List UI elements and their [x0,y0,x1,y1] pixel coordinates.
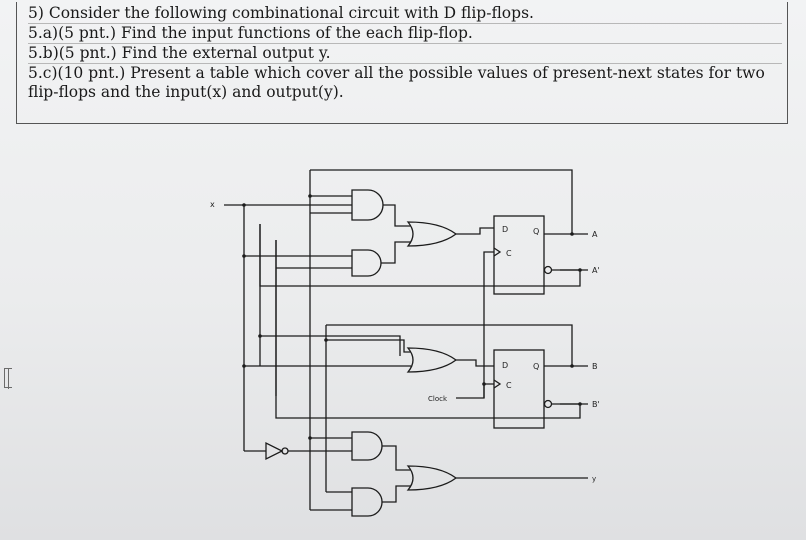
clock-wire-b [483,383,494,398]
or2-to-dffb [456,359,494,367]
question-line-4: 5.c)(10 pnt.) Present a table which cove… [28,64,765,82]
output-aprime-label: A' [592,266,600,275]
dffa-clock-triangle [493,247,502,257]
output-a-label: A [592,230,598,239]
clock-label: Clock [428,395,448,403]
row-divider [28,23,782,24]
dffb-clock-triangle [493,379,502,389]
aprime-feedback-wire [259,224,581,287]
question-box-border [16,2,788,124]
and-gate-2 [351,249,382,277]
and2-to-or1 [381,241,411,264]
or-gate-2 [406,347,458,373]
dffa-d-label: D [502,225,508,234]
dffa-q-label: Q [533,227,539,236]
dffb-d-label: D [502,361,508,370]
or1-to-dffa [456,227,494,235]
margin-bracket-mark [4,368,12,389]
junction-dots [242,194,582,440]
aprime-to-or2 [260,335,401,356]
and3-to-or3 [382,445,411,471]
question-line-1: 5) Consider the following combinational … [28,4,534,22]
input-x-label: x [210,200,215,209]
row-divider [28,43,782,44]
and-gate-3 [351,431,383,461]
row-divider [28,63,782,64]
and-gate-1 [351,189,384,221]
dff-a [493,215,545,295]
dffb-c-label: C [506,381,512,390]
output-bprime-label: B' [592,400,600,409]
clock-wire-a [456,251,494,399]
output-b-label: B [592,362,598,371]
a-feedback-wire [310,169,573,234]
not-gate [265,441,284,461]
and-gate-4 [351,487,383,517]
output-y-label: y [592,475,596,483]
dff-b [493,349,545,429]
or-gate-3 [406,465,458,491]
b-feedback-wire [326,324,573,366]
and1-to-or1 [383,204,411,227]
question-line-2: 5.a)(5 pnt.) Find the input functions of… [28,24,473,42]
question-line-5: flip-flops and the input(x) and output(y… [28,83,344,101]
or-gate-1 [406,221,458,247]
dffb-q-label: Q [533,362,539,371]
question-box: 5) Consider the following combinational … [16,2,788,124]
and4-to-or3 [382,485,411,503]
dffa-c-label: C [506,249,512,258]
question-line-3: 5.b)(5 pnt.) Find the external output y. [28,44,331,62]
bprime-feedback-wire [275,240,581,419]
b-to-or2 [326,339,411,353]
dffb-qbar-bubble [543,399,553,409]
dffa-qbar-bubble [543,265,553,275]
